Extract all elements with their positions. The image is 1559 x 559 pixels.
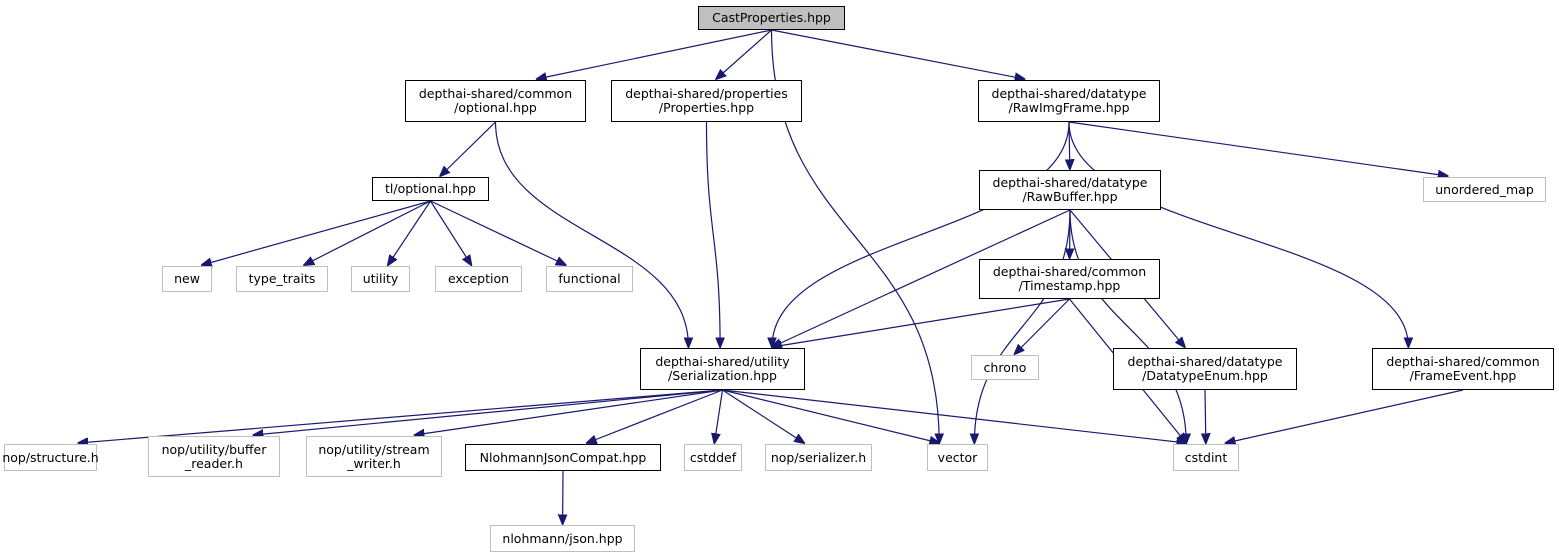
- edge-properties-to-serialization: [705, 121, 721, 347]
- edge-datatypeenum-to-cstdint: [1205, 389, 1206, 443]
- edge-rawimgframe-to-frameevent: [1068, 121, 1408, 347]
- node-vector: vector: [927, 444, 988, 471]
- node-optional-common[interactable]: depthai-shared/common /optional.hpp: [405, 80, 586, 122]
- edge-serialization-to-vector: [722, 389, 940, 443]
- edge-tl-optional-to-functional: [430, 200, 566, 265]
- edge-tl-optional-to-new: [202, 200, 431, 265]
- node-functional: functional: [546, 266, 633, 292]
- edge-tl-optional-to-exception: [429, 200, 472, 265]
- node-nop-structure: nop/structure.h: [2, 444, 99, 471]
- edge-rawimgframe-to-unordered-map: [1068, 121, 1448, 176]
- edge-tl-optional-to-utility: [388, 200, 431, 265]
- edge-serialization-to-nop-buffer-reader: [254, 389, 723, 435]
- node-serialization[interactable]: depthai-shared/utility /Serialization.hp…: [640, 348, 805, 390]
- edge-cast-to-optional-common: [537, 29, 772, 79]
- edge-optional-common-to-tl-optional: [440, 121, 496, 176]
- node-properties[interactable]: depthai-shared/properties /Properties.hp…: [611, 80, 802, 122]
- node-tl-optional[interactable]: tl/optional.hpp: [372, 177, 489, 201]
- edge-frameevent-to-cstdint: [1226, 389, 1464, 443]
- node-cstdint: cstdint: [1173, 444, 1239, 471]
- node-rawimgframe[interactable]: depthai-shared/datatype /RawImgFrame.hpp: [978, 80, 1160, 122]
- edge-timestamp-to-serialization: [772, 298, 1070, 347]
- edge-serialization-to-nop-serializer: [722, 389, 805, 443]
- node-nop-buffer-reader: nop/utility/buffer _reader.h: [148, 436, 280, 477]
- node-frameevent[interactable]: depthai-shared/common /FrameEvent.hpp: [1372, 348, 1554, 390]
- node-cast[interactable]: CastProperties.hpp: [698, 6, 845, 30]
- node-rawbuffer[interactable]: depthai-shared/datatype /RawBuffer.hpp: [979, 170, 1161, 210]
- node-unordered-map: unordered_map: [1423, 177, 1546, 202]
- node-new: new: [162, 266, 212, 292]
- edge-cast-to-rawimgframe: [771, 29, 1025, 79]
- edge-rawimgframe-to-serialization: [772, 121, 1070, 347]
- edge-serialization-to-nop-stream-writer: [415, 389, 723, 435]
- node-datatypeenum[interactable]: depthai-shared/datatype /DatatypeEnum.hp…: [1113, 348, 1297, 390]
- node-nlohmann-compat[interactable]: NlohmannJsonCompat.hpp: [465, 444, 661, 471]
- node-timestamp[interactable]: depthai-shared/common /Timestamp.hpp: [979, 259, 1160, 299]
- node-utility: utility: [351, 266, 410, 292]
- edge-timestamp-to-chrono: [1015, 298, 1070, 354]
- node-type-traits: type_traits: [236, 266, 328, 292]
- edge-tl-optional-to-type-traits: [304, 200, 431, 265]
- edge-serialization-to-cstdint: [722, 389, 1187, 443]
- node-chrono: chrono: [971, 355, 1039, 380]
- edge-serialization-to-nop-structure: [78, 389, 723, 443]
- edge-rawbuffer-to-vector: [974, 209, 1071, 443]
- edge-cast-to-properties: [716, 29, 772, 79]
- edge-optional-common-to-serialization: [494, 121, 689, 347]
- node-cstddef: cstddef: [684, 444, 742, 471]
- edge-serialization-to-nlohmann-compat: [587, 389, 723, 443]
- node-nlohmann-json: nlohmann/json.hpp: [490, 525, 635, 552]
- edge-rawbuffer-to-cstdint: [1069, 209, 1186, 443]
- node-exception: exception: [435, 266, 522, 292]
- node-nop-serializer: nop/serializer.h: [765, 444, 872, 471]
- edge-rawbuffer-to-serialization: [772, 209, 1071, 347]
- edge-serialization-to-cstddef: [714, 389, 724, 443]
- node-nop-stream-writer: nop/utility/stream _writer.h: [306, 436, 442, 477]
